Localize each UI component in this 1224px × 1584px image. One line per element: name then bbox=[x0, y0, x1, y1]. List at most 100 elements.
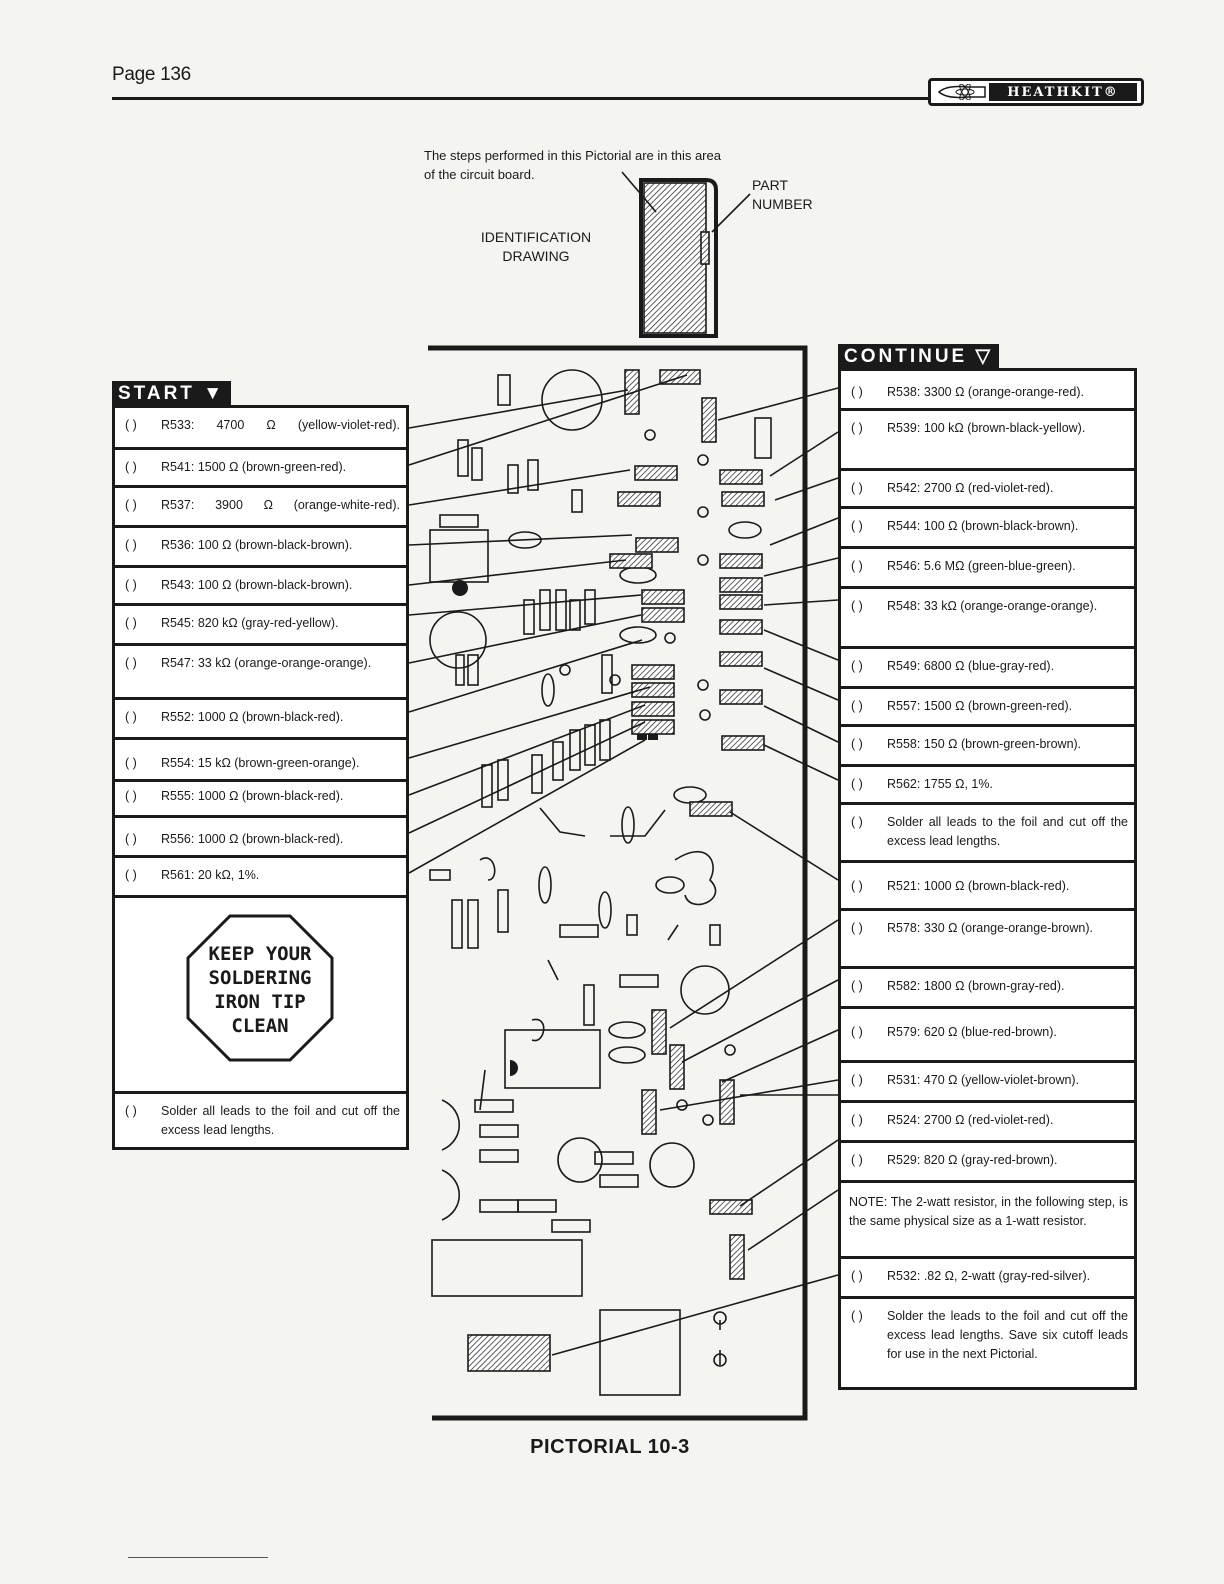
arrow-down-icon: ▼ bbox=[203, 383, 226, 404]
arrow-down-icon: ▽ bbox=[975, 346, 994, 367]
checkbox[interactable]: ( ) bbox=[125, 756, 137, 770]
step-text: R543: 100 Ω (brown-black-brown). bbox=[161, 578, 353, 592]
start-tag: START ▼ bbox=[112, 381, 232, 407]
checkbox[interactable]: ( ) bbox=[125, 1104, 137, 1118]
identification-note: The steps performed in this Pictorial ar… bbox=[424, 148, 721, 182]
checkbox[interactable]: ( ) bbox=[851, 481, 863, 495]
checkbox[interactable]: ( ) bbox=[851, 777, 863, 791]
checkbox[interactable]: ( ) bbox=[851, 1269, 863, 1283]
footer-link-underline bbox=[128, 1557, 268, 1558]
step-r562: ( ) R562: 1755 Ω, 1%. bbox=[841, 767, 1134, 805]
checkbox[interactable]: ( ) bbox=[125, 538, 137, 552]
step-r542: ( )R542: 2700 Ω (red-violet-red). bbox=[841, 471, 1134, 509]
step-r545: ( ) R545: 820 kΩ (gray-red-yellow). bbox=[115, 606, 406, 646]
checkbox[interactable]: ( ) bbox=[851, 1025, 863, 1039]
checkbox[interactable]: ( ) bbox=[125, 832, 137, 846]
step-text: R547: 33 kΩ (orange-orange-orange). bbox=[161, 656, 372, 670]
step-r552: ( ) R552: 1000 Ω (brown-black-red). bbox=[115, 700, 406, 740]
step-r578: ( ) R578: 330 Ω (orange-orange-brown). bbox=[841, 911, 1134, 969]
checkbox[interactable]: ( ) bbox=[851, 519, 863, 533]
step-text: R532: .82 Ω, 2-watt (gray-red-silver). bbox=[887, 1269, 1091, 1283]
step-text: Solder all leads to the foil and cut off… bbox=[161, 1104, 400, 1137]
step-r539: ( )R539: 100 kΩ (brown-black-yellow). bbox=[841, 411, 1134, 471]
note-text: NOTE: The 2-watt resistor, in the follow… bbox=[849, 1195, 1128, 1228]
step-text: R562: 1755 Ω, 1%. bbox=[887, 777, 993, 791]
sign-line: CLEAN bbox=[231, 1015, 289, 1037]
step-text: R529: 820 Ω (gray-red-brown). bbox=[887, 1153, 1058, 1167]
checkbox[interactable]: ( ) bbox=[851, 1073, 863, 1087]
checkbox[interactable]: ( ) bbox=[851, 559, 863, 573]
checkbox[interactable]: ( ) bbox=[125, 460, 137, 474]
step-text: R544: 100 Ω (brown-black-brown). bbox=[887, 519, 1079, 533]
checkbox[interactable]: ( ) bbox=[125, 578, 137, 592]
keep-tip-clean-sign: KEEP YOUR SOLDERING IRON TIP CLEAN bbox=[186, 942, 334, 1038]
continue-tag-label: CONTINUE bbox=[844, 346, 968, 367]
sign-line: KEEP YOUR bbox=[208, 943, 312, 965]
step-r557: ( )R557: 1500 Ω (brown-green-red). bbox=[841, 689, 1134, 727]
continue-tag: CONTINUE ▽ bbox=[838, 344, 1000, 370]
checkbox[interactable]: ( ) bbox=[851, 979, 863, 993]
step-r547: ( ) R547: 33 kΩ (orange-orange-orange). bbox=[115, 646, 406, 700]
step-text: R552: 1000 Ω (brown-black-red). bbox=[161, 710, 344, 724]
sign-line: SOLDERING bbox=[208, 967, 312, 989]
step-text: R561: 20 kΩ, 1%. bbox=[161, 868, 260, 882]
step-r546: ( ) R546: 5.6 MΩ (green-blue-green). bbox=[841, 549, 1134, 589]
step-text: R541: 1500 Ω (brown-green-red). bbox=[161, 460, 347, 474]
step-text: R579: 620 Ω (blue-red-brown). bbox=[887, 1025, 1057, 1039]
atom-icon bbox=[937, 84, 986, 100]
step-text: R582: 1800 Ω (brown-gray-red). bbox=[887, 979, 1065, 993]
step-text: R537: 3900 Ω (orange-white-red). bbox=[161, 498, 400, 512]
checkbox[interactable]: ( ) bbox=[851, 921, 863, 935]
step-text: R545: 820 kΩ (gray-red-yellow). bbox=[161, 616, 339, 630]
step-text: Solder all leads to the foil and cut off… bbox=[887, 815, 1128, 848]
checkbox[interactable]: ( ) bbox=[851, 815, 863, 829]
step-text: R533: 4700 Ω (yellow-violet-red). bbox=[161, 418, 400, 432]
start-steps-panel: ( ) R533: 4700 Ω (yellow-violet-red). ( )… bbox=[112, 405, 409, 1150]
step-r543: ( ) R543: 100 Ω (brown-black-brown). bbox=[115, 568, 406, 606]
checkbox[interactable]: ( ) bbox=[125, 656, 137, 670]
step-text: R531: 470 Ω (yellow-violet-brown). bbox=[887, 1073, 1080, 1087]
step-text: R554: 15 kΩ (brown-green-orange). bbox=[161, 756, 360, 770]
step-solder-end: ( ) Solder the leads to the foil and cut … bbox=[841, 1299, 1134, 1390]
step-text: R546: 5.6 MΩ (green-blue-green). bbox=[887, 559, 1076, 573]
step-text: Solder the leads to the foil and cut off… bbox=[887, 1309, 1128, 1361]
step-text: R578: 330 Ω (orange-orange-brown). bbox=[887, 921, 1093, 935]
circuit-board-drawing bbox=[428, 345, 808, 1421]
checkbox[interactable]: ( ) bbox=[851, 659, 863, 673]
step-text: R549: 6800 Ω (blue-gray-red). bbox=[887, 659, 1055, 673]
checkbox[interactable]: ( ) bbox=[125, 616, 137, 630]
step-r537: ( ) R537: 3900 Ω (orange-white-red). bbox=[115, 488, 406, 528]
sign-area bbox=[115, 898, 406, 1094]
step-r538: ( )R538: 3300 Ω (orange-orange-red). bbox=[841, 371, 1134, 411]
checkbox[interactable]: ( ) bbox=[125, 498, 137, 512]
checkbox[interactable]: ( ) bbox=[851, 879, 863, 893]
brand-name: HEATHKIT® bbox=[989, 83, 1137, 101]
start-tag-label: START bbox=[118, 383, 195, 404]
checkbox[interactable]: ( ) bbox=[851, 737, 863, 751]
checkbox[interactable]: ( ) bbox=[851, 385, 863, 399]
checkbox[interactable]: ( ) bbox=[851, 599, 863, 613]
part-number-label: PART NUMBER bbox=[752, 177, 813, 212]
checkbox[interactable]: ( ) bbox=[851, 421, 863, 435]
note-2-watt: NOTE: The 2-watt resistor, in the follow… bbox=[841, 1183, 1134, 1259]
checkbox[interactable]: ( ) bbox=[125, 868, 137, 882]
checkbox[interactable]: ( ) bbox=[851, 699, 863, 713]
step-solder-start: ( ) Solder all leads to the foil and cut … bbox=[115, 1094, 406, 1150]
checkbox[interactable]: ( ) bbox=[125, 789, 137, 803]
step-r541: ( ) R541: 1500 Ω (brown-green-red). bbox=[115, 450, 406, 488]
step-r579: ( ) R579: 620 Ω (blue-red-brown). bbox=[841, 1009, 1134, 1063]
checkbox[interactable]: ( ) bbox=[851, 1309, 863, 1323]
checkbox[interactable]: ( ) bbox=[125, 710, 137, 724]
step-r548: ( ) R548: 33 kΩ (orange-orange-orange). bbox=[841, 589, 1134, 649]
step-r555: ( ) R555: 1000 Ω (brown-black-red). bbox=[115, 782, 406, 818]
step-text: R536: 100 Ω (brown-black-brown). bbox=[161, 538, 353, 552]
checkbox[interactable]: ( ) bbox=[851, 1113, 863, 1127]
step-r549: ( ) R549: 6800 Ω (blue-gray-red). bbox=[841, 649, 1134, 689]
step-text: R555: 1000 Ω (brown-black-red). bbox=[161, 789, 344, 803]
checkbox[interactable]: ( ) bbox=[125, 418, 137, 432]
step-r582: ( ) R582: 1800 Ω (brown-gray-red). bbox=[841, 969, 1134, 1009]
step-r529: ( ) R529: 820 Ω (gray-red-brown). bbox=[841, 1143, 1134, 1183]
checkbox[interactable]: ( ) bbox=[851, 1153, 863, 1167]
step-text: R558: 150 Ω (brown-green-brown). bbox=[887, 737, 1082, 751]
step-text: R548: 33 kΩ (orange-orange-orange). bbox=[887, 599, 1098, 613]
